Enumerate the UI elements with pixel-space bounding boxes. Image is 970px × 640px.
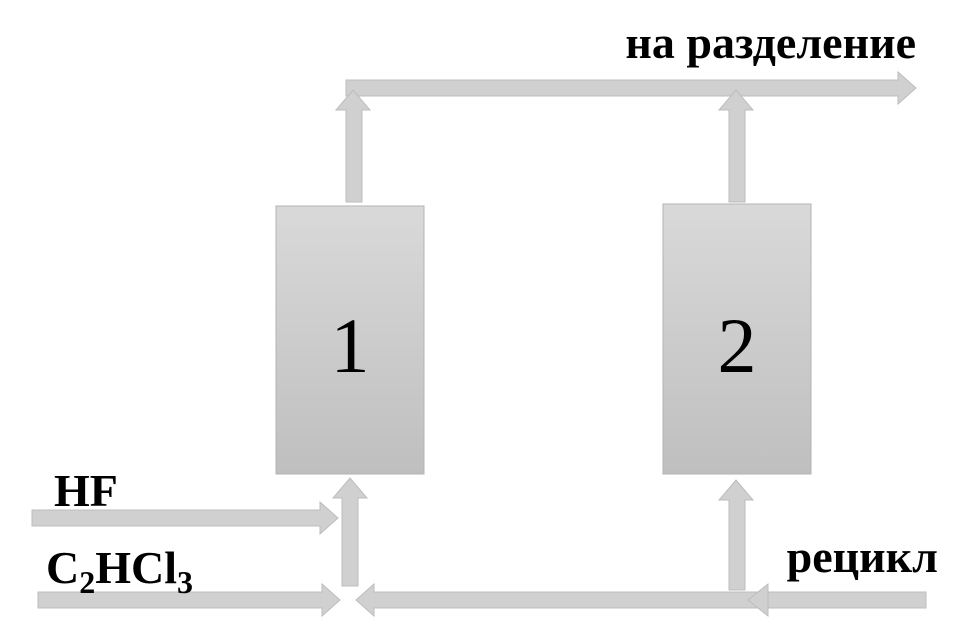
organic-feed-label: C2HCl3 xyxy=(46,542,193,600)
organic-feed-label-part: HCl xyxy=(95,542,177,593)
organic-feed-label-subscript: 3 xyxy=(177,564,193,600)
organic-feed-arrow xyxy=(37,582,341,618)
organic-feed-label-part: C xyxy=(46,542,79,593)
reactor-2-inlet-arrow xyxy=(717,479,755,591)
reactor-2-label: 2 xyxy=(718,302,757,389)
reactor-1-outlet-arrow xyxy=(334,89,372,203)
organic-feed-label-subscript: 2 xyxy=(79,564,95,600)
recycle-return-arrow xyxy=(355,582,927,618)
output-label: на разделение xyxy=(625,17,916,68)
reactor-2 xyxy=(662,203,812,475)
reactor-1-label: 1 xyxy=(331,302,370,389)
reactor-1 xyxy=(275,205,425,475)
reactor-2-outlet-arrow xyxy=(717,89,755,203)
reactor-1-inlet-arrow xyxy=(331,477,369,587)
hf-feed-arrow xyxy=(31,500,339,536)
hf-label: HF xyxy=(54,465,118,516)
output-arrow xyxy=(345,70,917,106)
recycle-entry-arrowhead xyxy=(747,582,769,618)
recycle-label: рецикл xyxy=(787,531,938,582)
